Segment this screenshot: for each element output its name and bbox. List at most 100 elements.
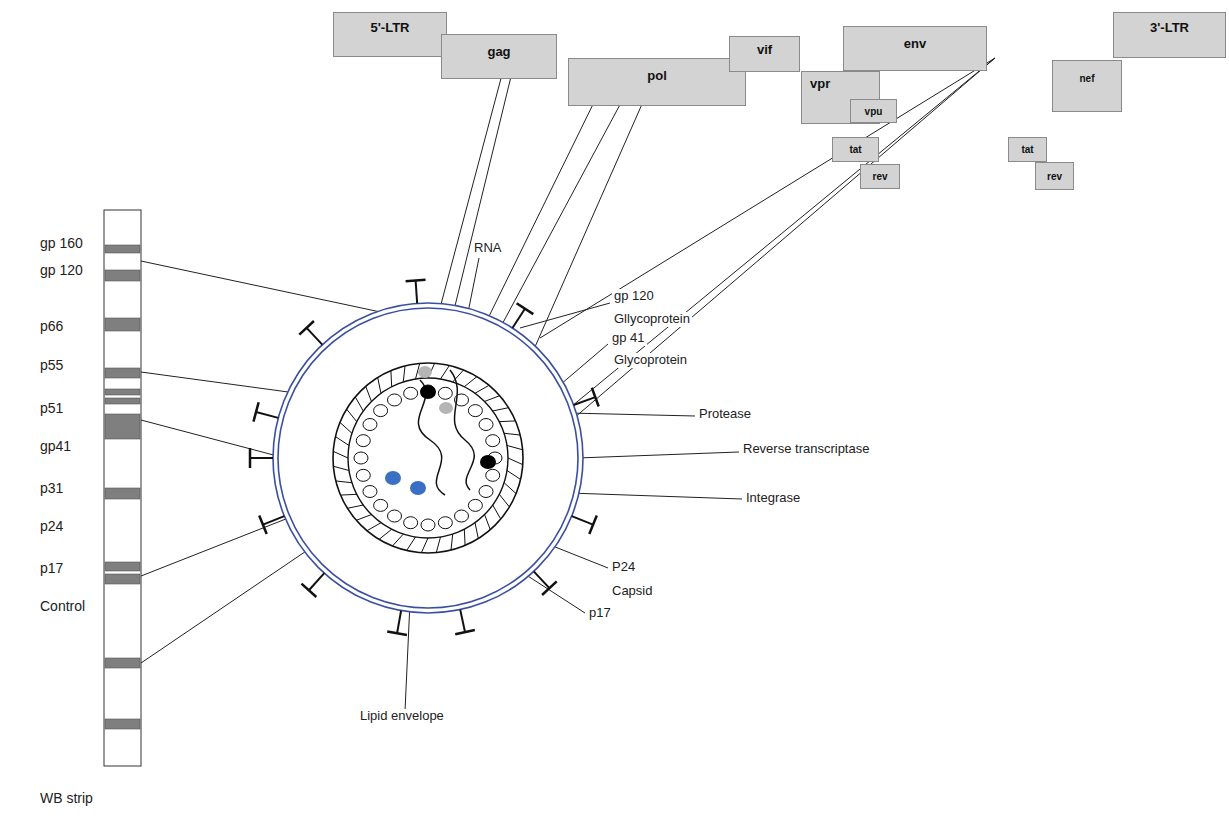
matrix-tick xyxy=(508,458,523,465)
leader-line xyxy=(540,58,995,338)
band-label: Control xyxy=(38,598,87,614)
part-label: Lipid envelope xyxy=(358,709,446,724)
glycoprotein-spike-head xyxy=(253,402,258,421)
leader-line xyxy=(560,58,995,430)
capsid-protein xyxy=(404,387,418,399)
glycoprotein-spike-head xyxy=(455,630,475,634)
matrix-tick xyxy=(378,377,381,393)
glycoprotein-spike xyxy=(460,610,465,632)
capsid-protein xyxy=(438,387,452,399)
part-label: gp 120 xyxy=(612,289,656,304)
wb-strip xyxy=(104,210,141,766)
part-label: gp 41 xyxy=(610,331,647,346)
gene-name: vpu xyxy=(865,106,883,117)
gene-box: 5'-LTR xyxy=(333,12,447,57)
wb-band xyxy=(105,562,140,571)
capsid-protein xyxy=(421,519,435,531)
matrix-tick xyxy=(504,483,516,494)
matrix-tick xyxy=(333,451,348,458)
matrix-tick xyxy=(451,534,453,550)
part-label: Protease xyxy=(697,407,753,422)
capsid-protein xyxy=(468,405,482,417)
band-label: p66 xyxy=(38,318,65,334)
glycoprotein-spike xyxy=(309,573,324,590)
band-label: p31 xyxy=(38,480,65,496)
wb-band xyxy=(105,719,140,729)
band-label: p55 xyxy=(38,357,65,373)
wb-band xyxy=(105,270,140,281)
part-label: P24 xyxy=(610,560,637,575)
matrix-tick xyxy=(493,408,509,411)
band-label: p51 xyxy=(38,400,65,416)
gene-name: nef xyxy=(1080,73,1095,84)
capsid-protein xyxy=(479,419,493,431)
wb-band xyxy=(105,414,140,439)
gene-name: tat xyxy=(849,144,861,155)
matrix-tick xyxy=(475,385,489,393)
part-label: RNA xyxy=(472,241,503,256)
gene-box: vif xyxy=(729,36,800,72)
matrix-tick xyxy=(421,538,428,553)
glycoprotein-spike-head xyxy=(249,448,252,468)
glycoprotein-spike xyxy=(263,516,284,525)
capsid-protein xyxy=(356,469,370,481)
leader-line xyxy=(520,303,610,328)
glycoprotein-spike-head xyxy=(589,515,596,534)
gene-name: vif xyxy=(757,43,772,57)
gene-name: 5'-LTR xyxy=(371,21,410,35)
band-label: p17 xyxy=(38,560,65,576)
capsid-protein xyxy=(455,510,469,522)
integrase-dot xyxy=(410,481,426,495)
gene-name: rev xyxy=(872,171,887,182)
capsid-protein xyxy=(363,419,377,431)
matrix-tick xyxy=(341,494,357,496)
wb-band xyxy=(105,245,140,253)
glycoprotein-spike-head xyxy=(299,321,314,335)
band-label: gp 160 xyxy=(38,235,85,251)
wb-band xyxy=(105,318,140,331)
lipid-envelope-inner xyxy=(278,308,578,608)
matrix-tick xyxy=(507,471,521,480)
glycoprotein-spike xyxy=(307,328,323,345)
gene-box: vpu xyxy=(850,99,897,123)
gene-box: rev xyxy=(860,164,900,189)
glycoprotein-spike xyxy=(397,611,401,634)
capsid-protein xyxy=(486,469,500,481)
leader-line xyxy=(572,58,995,406)
wb-band xyxy=(105,368,140,378)
part-label: Integrase xyxy=(744,491,802,506)
matrix-tick xyxy=(507,445,523,449)
matrix-shell xyxy=(333,363,523,553)
reverse-transcriptase-dot xyxy=(480,455,496,469)
matrix-tick xyxy=(336,481,352,483)
glycoprotein-spike xyxy=(416,280,418,303)
wb-band xyxy=(105,488,140,499)
glycoprotein-spike xyxy=(534,571,550,588)
glycoprotein-spike-head xyxy=(259,515,266,534)
gene-name: vpr xyxy=(810,77,830,91)
glycoprotein-spike xyxy=(572,516,593,525)
matrix-tick xyxy=(403,366,405,382)
capsid-protein xyxy=(388,510,402,522)
wb-band xyxy=(105,574,140,584)
matrix-tick xyxy=(356,515,371,521)
gene-name: rev xyxy=(1047,171,1062,182)
matrix-tick xyxy=(475,523,478,539)
matrix-tick xyxy=(407,537,416,551)
gene-name: tat xyxy=(1021,144,1033,155)
matrix-tick xyxy=(366,386,372,401)
part-label: Capsid xyxy=(610,584,654,599)
glycoprotein-spike-head xyxy=(406,280,426,281)
gene-name: gag xyxy=(487,45,510,59)
gene-name: 3'-LTR xyxy=(1150,21,1189,35)
matrix-tick xyxy=(340,422,352,433)
capsid-protein xyxy=(354,452,368,464)
glycoprotein-spike-head xyxy=(387,632,407,635)
matrix-tick xyxy=(499,420,515,422)
enzyme-dot xyxy=(439,402,453,414)
gene-box: env xyxy=(843,26,987,71)
leader-line xyxy=(405,602,410,711)
matrix-tick xyxy=(335,437,349,446)
matrix-tick xyxy=(347,505,363,508)
